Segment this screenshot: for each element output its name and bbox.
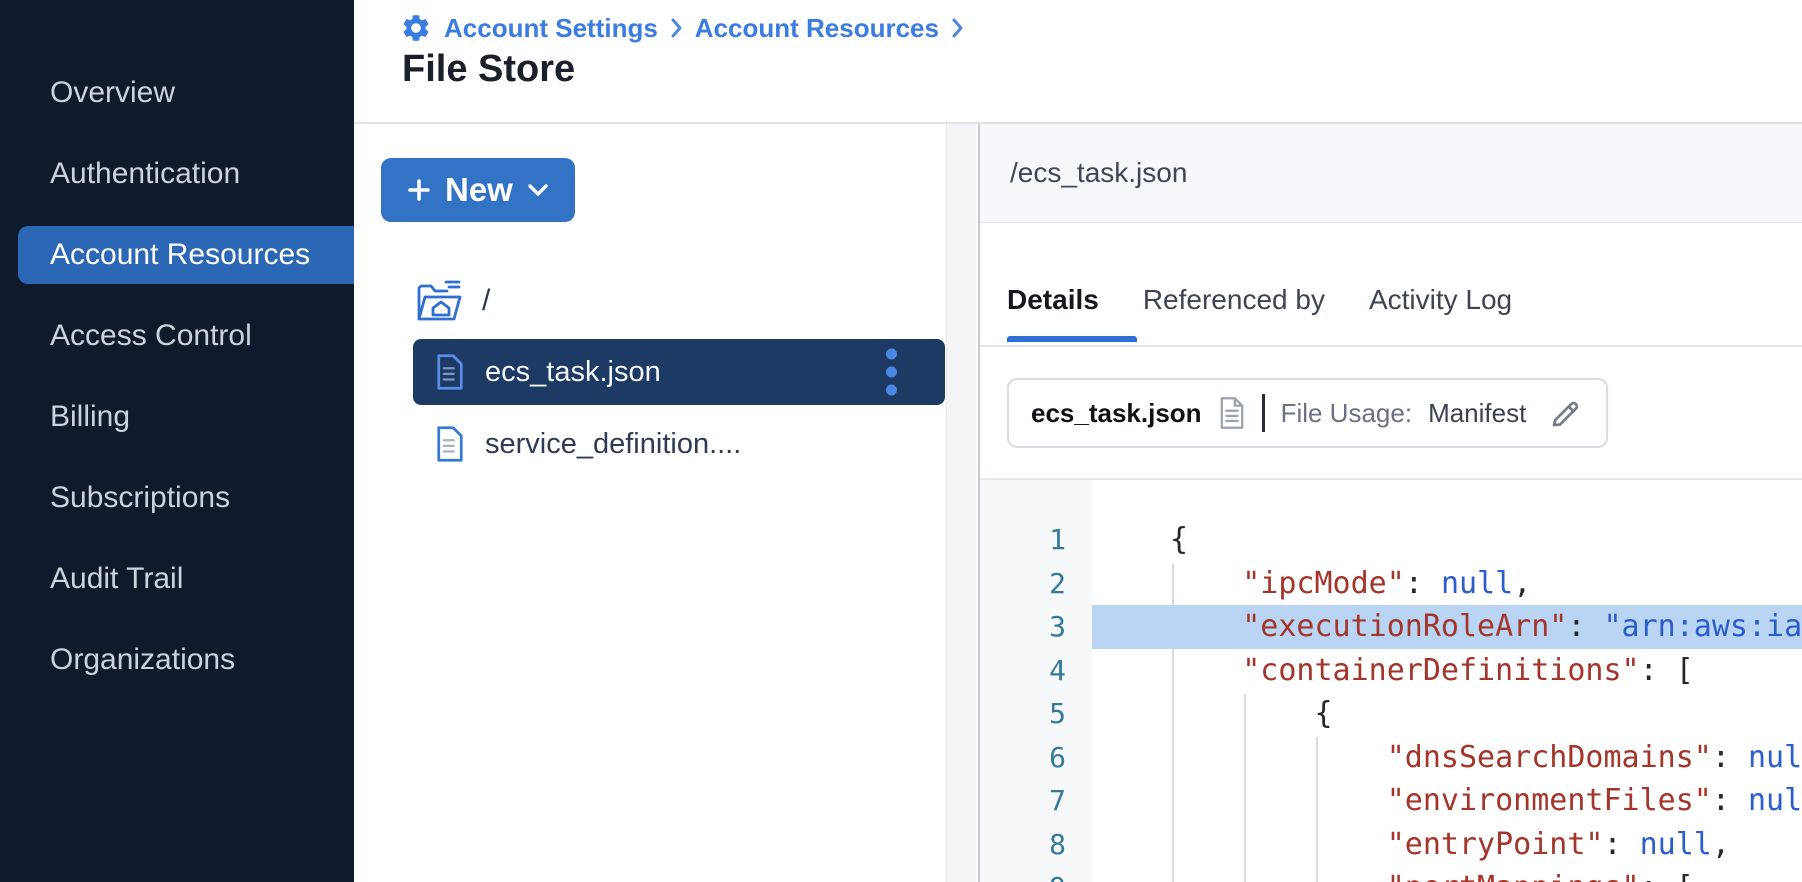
file-usage-label: File Usage: — [1280, 397, 1413, 428]
line-number: 4 — [1049, 653, 1066, 687]
home-folder-icon — [414, 278, 464, 324]
sidebar-item-authentication[interactable]: Authentication — [50, 157, 241, 190]
code-rows: { "ipcMode": null, "executionRoleArn": "… — [1092, 480, 1802, 882]
code-line[interactable]: "entryPoint": null, — [1386, 826, 1730, 862]
sidebar-item-organizations[interactable]: Organizations — [50, 643, 236, 676]
code-line[interactable]: "containerDefinitions": [ — [1242, 652, 1694, 688]
indent-guide — [1244, 694, 1246, 882]
indent-guide — [1316, 737, 1318, 882]
code-viewer: 1 2 3 4 5 6 7 8 9 { "ipcMode": null, "executionR… — [980, 478, 1802, 882]
document-icon — [435, 425, 465, 463]
code-line[interactable]: { — [1170, 522, 1189, 557]
card-divider — [1261, 394, 1265, 432]
line-number: 6 — [1049, 740, 1066, 774]
file-details-panel: /ecs_task.json Details Referenced by Act… — [978, 124, 1802, 882]
gear-icon — [400, 12, 432, 44]
chevron-down-icon — [527, 183, 549, 197]
page-header: Account Settings Account Resources File … — [354, 0, 1802, 124]
file-name: ecs_task.json — [485, 355, 661, 388]
kebab-vertical-icon[interactable] — [882, 345, 901, 400]
file-panel-scrollbar[interactable] — [946, 124, 976, 882]
root-folder-label: / — [482, 284, 491, 317]
chevron-right-icon — [670, 17, 683, 39]
document-icon — [435, 353, 465, 391]
line-number: 1 — [1049, 523, 1066, 556]
line-number: 5 — [1049, 697, 1066, 730]
tabs-divider — [980, 345, 1802, 347]
sidebar: Overview Authentication Account Resource… — [0, 0, 354, 882]
file-name: service_definition.... — [485, 427, 742, 460]
new-button[interactable]: New — [381, 158, 575, 222]
file-path: /ecs_task.json — [1010, 157, 1188, 188]
sidebar-item-audit-trail[interactable]: Audit Trail — [50, 562, 184, 595]
code-line[interactable]: "ipcMode": null, — [1242, 565, 1532, 601]
document-icon — [1218, 396, 1246, 430]
edit-file-usage-button[interactable] — [1548, 395, 1584, 431]
breadcrumb-link-account-settings[interactable]: Account Settings — [444, 12, 658, 43]
line-number: 8 — [1049, 827, 1066, 861]
tab-referenced-by[interactable]: Referenced by — [1142, 284, 1325, 315]
chevron-right-icon — [951, 17, 964, 39]
file-path-header: /ecs_task.json — [980, 124, 1802, 223]
sidebar-item-access-control[interactable]: Access Control — [50, 319, 252, 352]
code-line-highlighted[interactable]: "executionRoleArn": "arn:aws:iam:: — [1092, 605, 1802, 649]
line-number: 9 — [980, 866, 1092, 882]
code-gutter-numbers: 1 2 3 4 5 6 7 8 9 — [980, 518, 1092, 882]
root-folder-row[interactable]: / — [414, 272, 490, 330]
page-title: File Store — [402, 48, 576, 90]
file-usage-value: Manifest — [1428, 397, 1527, 428]
code-line[interactable]: { — [1170, 696, 1333, 731]
card-file-name: ecs_task.json — [1031, 397, 1202, 428]
sidebar-item-overview[interactable]: Overview — [50, 76, 176, 109]
code-gutter: 1 2 3 4 5 6 7 8 9 — [980, 480, 1092, 882]
breadcrumb-link-account-resources[interactable]: Account Resources — [694, 12, 939, 43]
line-number: 2 — [1049, 566, 1066, 600]
breadcrumb: Account Settings Account Resources — [400, 10, 964, 46]
code-line[interactable]: "dnsSearchDomains": null, — [1386, 739, 1802, 775]
file-summary-card: ecs_task.json File Usage: Manifest — [1007, 378, 1609, 448]
tab-activity-log[interactable]: Activity Log — [1368, 284, 1513, 315]
active-tab-indicator — [1007, 336, 1137, 342]
file-tree-panel: New / ecs_task.json — [354, 124, 978, 882]
file-row-selected[interactable]: ecs_task.json — [413, 339, 945, 405]
sidebar-item-account-resources[interactable]: Account Resources — [18, 226, 354, 284]
new-button-label: New — [445, 171, 513, 208]
code-line[interactable]: "environmentFiles": null, — [1386, 783, 1802, 818]
code-line[interactable]: "portMappings": [ — [1092, 866, 1802, 882]
plus-icon — [407, 178, 431, 202]
tab-details[interactable]: Details — [1007, 284, 1099, 315]
sidebar-item-subscriptions[interactable]: Subscriptions — [50, 481, 231, 514]
line-number: 3 — [1049, 610, 1066, 643]
file-row[interactable]: service_definition.... — [413, 415, 945, 473]
indent-guide — [1172, 564, 1174, 882]
sidebar-item-billing[interactable]: Billing — [50, 400, 131, 433]
line-number: 7 — [1049, 784, 1066, 817]
pencil-icon — [1548, 395, 1584, 431]
tab-bar: Details Referenced by Activity Log — [1007, 284, 1512, 316]
